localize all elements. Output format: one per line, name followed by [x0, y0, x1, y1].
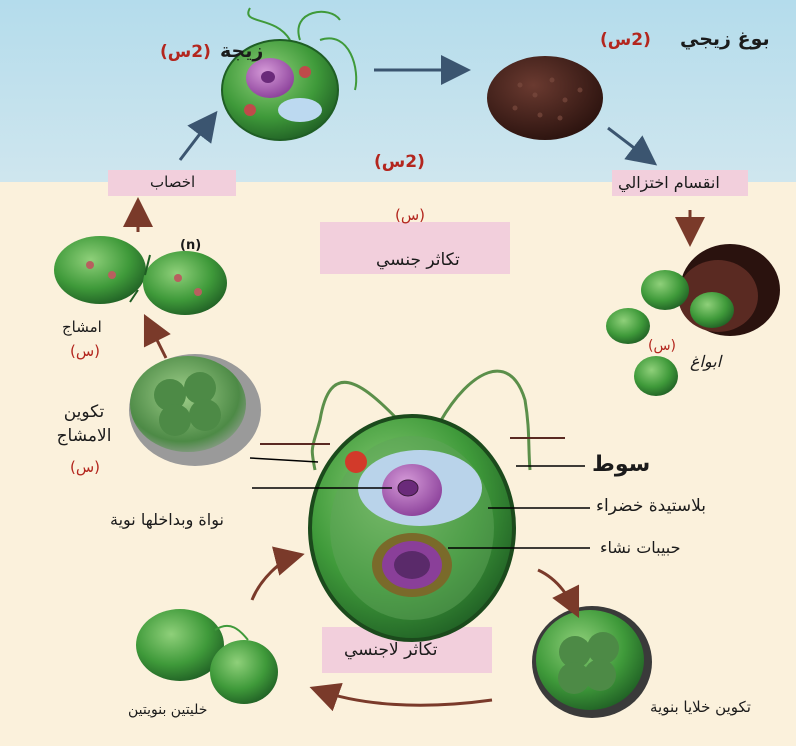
gametes-ploidy: (س) — [70, 342, 100, 360]
daughter-cells-formation-cell — [532, 606, 652, 718]
zygospore-ploidy: (2س) — [600, 30, 651, 50]
flagellum-label: سوط — [592, 452, 650, 477]
spores-label: ابواغ — [690, 352, 721, 371]
daughter-cells-formation-label: تكوين خلايا بنوية — [650, 698, 751, 716]
chloroplast-label: بلاستيدة خضراء — [596, 496, 706, 516]
gamete-formation-cell — [129, 354, 261, 466]
center-haploid-marker: (س) — [395, 206, 425, 224]
zygote-cell — [222, 8, 356, 140]
zygote-ploidy: (2س) — [160, 42, 211, 62]
meiosis-label: انقسام اختزالي — [618, 173, 720, 192]
center-diploid-marker: (2س) — [374, 152, 425, 172]
arrow-cell-to-daughter-formation — [538, 570, 575, 610]
two-daughter-cells-label: خليتين بنويتين — [128, 702, 207, 718]
gamete-formation-label: تكوين الامشاج — [38, 400, 130, 448]
arrow-zygospore-to-meiosis — [608, 128, 650, 160]
arrow-fertilization-to-zygote — [180, 118, 212, 160]
spores-ploidy: (س) — [648, 338, 676, 354]
arrow-gamete-formation-to-gametes — [148, 322, 166, 358]
gametes-label: امشاج — [62, 318, 102, 336]
nucleus-label: نواة وبداخلها نوية — [110, 510, 224, 529]
arrow-daughter-cells-to-cell — [252, 556, 296, 600]
zygospore-label: بوغ زيجي — [680, 28, 770, 50]
sexual-reproduction-label: تكاثر جنسي — [376, 250, 460, 270]
spores-cells — [606, 244, 780, 396]
chlamydomonas-cell — [310, 371, 530, 640]
fertilization-label: اخصاب — [150, 173, 195, 191]
starch-label: حبيبات نشاء — [600, 538, 681, 557]
zygospore-cell — [487, 56, 603, 140]
asexual-reproduction-label: تكاثر لاجنسي — [344, 640, 437, 660]
two-daughter-cells — [136, 609, 278, 704]
zygote-label: زيجة — [220, 40, 263, 62]
arrow-formation-to-daughter-cells — [318, 690, 492, 705]
n-marker: (n) — [180, 238, 201, 253]
gamete-formation-ploidy: (س) — [70, 458, 100, 476]
pointer-flagellum-left — [250, 458, 318, 462]
